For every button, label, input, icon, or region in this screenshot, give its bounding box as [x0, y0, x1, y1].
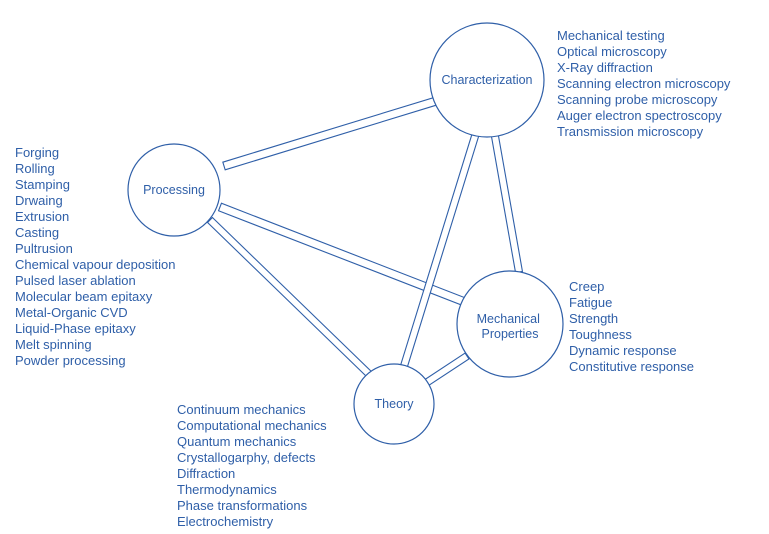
list-item: X-Ray diffraction [557, 60, 653, 75]
list-item: Metal-Organic CVD [15, 305, 128, 320]
characterization-node-label: Characterization [441, 73, 532, 87]
processing-node-circle [127, 143, 221, 237]
list-item: Pultrusion [15, 241, 73, 256]
list-item: Mechanical testing [557, 28, 665, 43]
processing-methods-list: Forging Rolling Stamping Drwaing Extrusi… [15, 145, 175, 369]
list-item: Crystallogarphy, defects [177, 450, 316, 465]
list-item: Computational mechanics [177, 418, 327, 433]
processing-mechanical-connector [217, 202, 473, 309]
list-item: Continuum mechanics [177, 402, 306, 417]
mechanical-properties-label-line-2: Properties [482, 327, 539, 341]
processing-node-label: Processing [143, 183, 205, 197]
list-item: Scanning electron microscopy [557, 76, 731, 91]
list-item: Chemical vapour deposition [15, 257, 176, 272]
list-item: Transmission microscopy [557, 124, 704, 139]
list-item: Fatigue [569, 295, 613, 310]
list-item: Casting [15, 225, 60, 240]
list-item: Stamping [15, 177, 70, 192]
mechanical-properties-list: Creep Fatigue Strength Toughness Dynamic… [569, 279, 694, 375]
list-item: Creep [569, 279, 605, 294]
theory-node-circle [353, 363, 435, 445]
mechanical-properties-node-circle [456, 270, 564, 378]
list-item: Toughness [569, 327, 632, 342]
list-item: Molecular beam epitaxy [15, 289, 153, 304]
list-item: Diffraction [177, 466, 236, 481]
list-item: Optical microscopy [557, 44, 667, 59]
list-item: Strength [569, 311, 619, 326]
list-item: Quantum mechanics [177, 434, 297, 449]
nodes: Characterization Processing Mechanical P… [127, 22, 564, 445]
list-item: Auger electron spectroscopy [557, 108, 722, 123]
list-item: Phase transformations [177, 498, 308, 513]
list-item: Scanning probe microscopy [557, 92, 718, 107]
list-item: Drwaing [15, 193, 63, 208]
list-item: Powder processing [15, 353, 126, 368]
characterization-node-circle [429, 22, 545, 138]
mechanical-properties-node-label: Mechanical Properties [477, 312, 544, 341]
characterization-methods-list: Mechanical testing Optical microscopy X-… [557, 28, 730, 140]
list-item: Thermodynamics [177, 482, 277, 497]
list-item: Constitutive response [569, 359, 695, 374]
theory-node-label: Theory [375, 397, 415, 411]
list-item: Rolling [15, 161, 55, 176]
mechanical-properties-label-line-1: Mechanical [477, 312, 540, 326]
list-item: Dynamic response [569, 343, 677, 358]
list-item: Pulsed laser ablation [15, 273, 136, 288]
theory-topics-list: Continuum mechanics Computational mechan… [177, 402, 327, 530]
characterization-mechanical-connector [488, 123, 524, 274]
connectors [206, 93, 524, 389]
list-item: Liquid-Phase epitaxy [15, 321, 136, 336]
list-item: Electrochemistry [177, 514, 274, 529]
processing-characterization-connector [222, 93, 448, 171]
processing-theory-connector [206, 216, 375, 380]
list-item: Forging [15, 145, 60, 160]
list-item: Melt spinning [15, 337, 92, 352]
list-item: Extrusion [15, 209, 70, 224]
